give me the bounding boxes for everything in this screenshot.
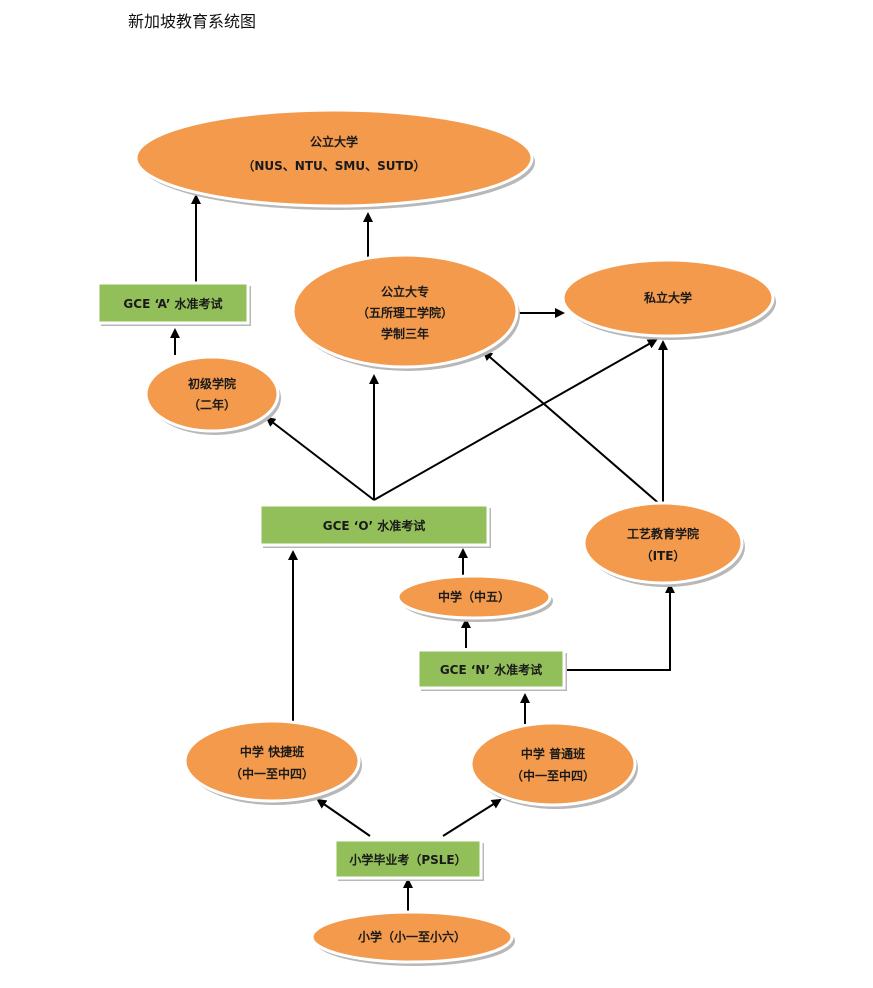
- normal-title: 中学 普通班: [521, 746, 585, 761]
- express-title: 中学 快捷班: [240, 744, 304, 759]
- express-grades: （中一至中四）: [230, 766, 314, 781]
- node-gce-n: GCE ‘N’ 水准考试: [416, 648, 567, 691]
- junior-college-duration: （二年）: [188, 397, 236, 412]
- node-normal-stream: 中学 普通班 （中一至中四）: [469, 721, 638, 809]
- node-junior-college: 初级学院 （二年）: [144, 355, 281, 435]
- node-secondary-5: 中学（中五）: [396, 574, 553, 622]
- ite-abbreviation: （ITE）: [641, 548, 686, 563]
- arrow-gce-o-to-private-university: [373, 339, 658, 501]
- arrow-ite-to-polytechnic: [482, 350, 664, 508]
- node-gce-a: GCE ‘A’ 水准考试: [96, 281, 251, 326]
- gce-o-label: GCE ‘O’ 水准考试: [323, 518, 426, 533]
- node-ite: 工艺教育学院 （ITE）: [582, 501, 745, 587]
- node-private-university: 私立大学: [561, 258, 776, 340]
- node-polytechnic: 公立大专 （五所理工学院） 学制三年: [291, 253, 520, 371]
- polytechnic-subtitle: （五所理工学院）: [357, 305, 453, 320]
- arrows: [170, 194, 675, 916]
- node-public-university: 公立大学 （NUS、NTU、SMU、SUTD）: [134, 108, 535, 210]
- page-title: 新加坡教育系统图: [128, 12, 257, 31]
- node-express-stream: 中学 快捷班 （中一至中四）: [183, 719, 362, 805]
- arrow-psle-to-express: [316, 798, 371, 837]
- polytechnic-duration: 学制三年: [381, 326, 429, 341]
- public-university-title: 公立大学: [310, 134, 358, 149]
- node-primary: 小学（小一至小六）: [310, 910, 515, 966]
- ite-title: 工艺教育学院: [627, 526, 699, 541]
- node-gce-o: GCE ‘O’ 水准考试: [258, 503, 491, 548]
- gce-a-label: GCE ‘A’ 水准考试: [123, 296, 222, 311]
- public-university-subtitle: （NUS、NTU、SMU、SUTD）: [242, 158, 425, 173]
- node-psle: 小学毕业考（PSLE）: [333, 838, 484, 881]
- normal-grades: （中一至中四）: [511, 768, 595, 783]
- junior-college-title: 初级学院: [188, 376, 236, 391]
- private-university-title: 私立大学: [643, 290, 692, 305]
- psle-label: 小学毕业考（PSLE）: [349, 852, 466, 867]
- secondary-5-title: 中学（中五）: [438, 589, 510, 604]
- arrow-gce-n-to-ite: [567, 583, 675, 671]
- polytechnic-title: 公立大专: [381, 284, 429, 299]
- arrow-psle-to-normal: [442, 798, 502, 837]
- arrow-gce-o-to-junior-college: [265, 416, 375, 501]
- gce-n-label: GCE ‘N’ 水准考试: [440, 662, 542, 677]
- primary-title: 小学（小一至小六）: [358, 929, 466, 944]
